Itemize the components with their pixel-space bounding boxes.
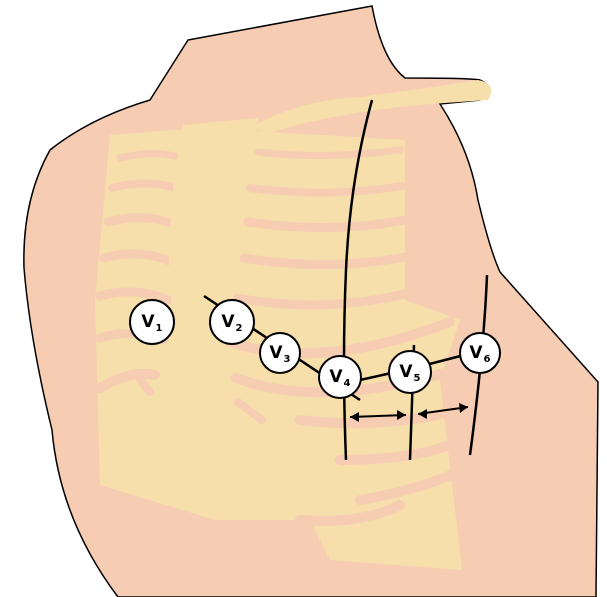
electrode-subscript: 1 <box>156 323 163 334</box>
electrode-subscript: 3 <box>284 354 291 365</box>
electrode-label: V <box>399 362 413 382</box>
electrode-subscript: 5 <box>414 373 421 384</box>
electrode-label: V <box>221 312 235 332</box>
electrode-subscript: 2 <box>236 323 243 334</box>
electrode-subscript: 6 <box>484 354 491 365</box>
electrode-subscript: 4 <box>344 378 351 389</box>
electrode-label: V <box>269 343 283 363</box>
electrode-label: V <box>329 367 343 387</box>
electrode-label: V <box>469 343 483 363</box>
electrode-label: V <box>141 312 155 332</box>
